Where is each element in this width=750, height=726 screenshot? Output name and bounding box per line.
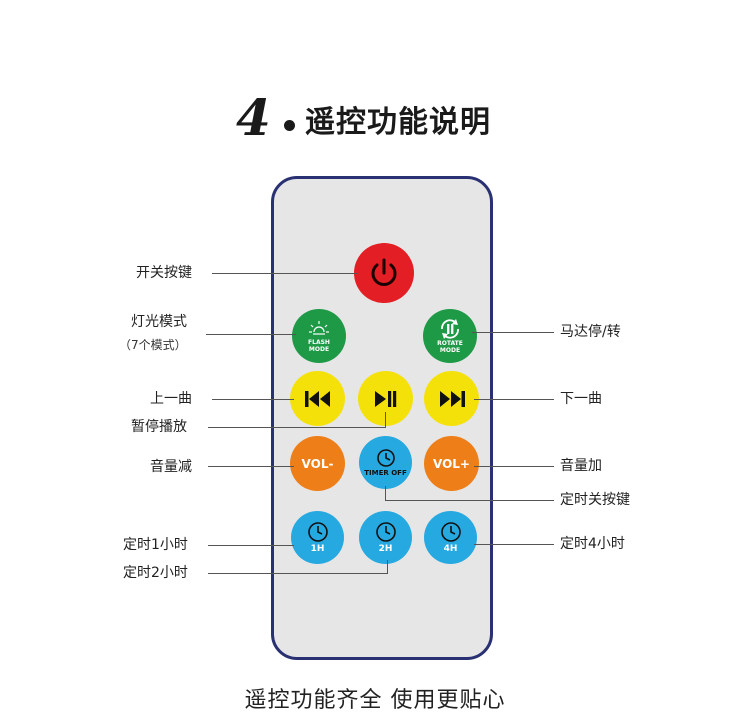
rotate-pause-icon <box>438 318 462 340</box>
clock-icon <box>440 521 462 543</box>
next-track-button[interactable] <box>424 371 479 426</box>
label-rotate: 马达停/转 <box>560 324 621 340</box>
callout-line-prev <box>212 399 294 400</box>
callout-line-2h-h <box>208 573 388 574</box>
label-timer-1h: 定时1小时 <box>123 537 188 553</box>
clock-icon <box>307 521 329 543</box>
label-timer-off: 定时关按键 <box>560 492 630 508</box>
callout-line-vol-minus <box>208 466 294 467</box>
play-pause-icon <box>374 390 398 408</box>
section-title-text: 遥控功能说明 <box>305 97 491 141</box>
section-title: 4 遥控功能说明 <box>0 88 750 148</box>
timer-off-button[interactable]: TIMER OFF <box>359 436 412 489</box>
callout-line-timer-off-v <box>385 486 386 500</box>
timer-4h-button[interactable]: 4H <box>424 511 477 564</box>
label-next: 下一曲 <box>560 391 602 407</box>
prev-track-icon <box>304 390 332 408</box>
power-icon <box>367 256 401 290</box>
timer-2h-label: 2H <box>379 544 393 554</box>
callout-line-vol-plus <box>474 466 554 467</box>
callout-line-play-h <box>208 427 386 428</box>
volume-down-button[interactable]: VOL- <box>290 436 345 491</box>
section-number: 4 <box>236 88 271 147</box>
flash-mode-line1: FLASH <box>308 339 330 346</box>
clock-icon <box>376 448 396 468</box>
timer-1h-label: 1H <box>311 544 325 554</box>
next-track-icon <box>438 390 466 408</box>
footer-slogan: 遥控功能齐全 使用更贴心 <box>0 682 750 714</box>
label-vol-plus: 音量加 <box>560 458 602 474</box>
label-vol-minus: 音量减 <box>150 459 192 475</box>
label-timer-4h: 定时4小时 <box>560 536 625 552</box>
power-button[interactable] <box>354 243 414 303</box>
timer-2h-button[interactable]: 2H <box>359 511 412 564</box>
label-flash-sub: （7个模式） <box>119 336 187 353</box>
label-prev: 上一曲 <box>150 391 192 407</box>
callout-line-rotate <box>472 332 554 333</box>
rotate-mode-button[interactable]: ROTATE MODE <box>423 309 477 363</box>
rotate-mode-line1: ROTATE <box>437 340 463 347</box>
callout-line-power <box>212 273 357 274</box>
callout-line-next <box>474 399 554 400</box>
flash-mode-line2: MODE <box>309 346 329 353</box>
callout-line-play-v <box>385 412 386 428</box>
label-power: 开关按键 <box>136 265 192 281</box>
label-flash: 灯光模式 <box>131 314 187 330</box>
prev-track-button[interactable] <box>290 371 345 426</box>
callout-line-2h-v <box>387 560 388 573</box>
flash-mode-button[interactable]: FLASH MODE <box>292 309 346 363</box>
timer-off-label: TIMER OFF <box>364 469 406 477</box>
volume-down-label: VOL- <box>302 457 334 471</box>
title-dot <box>284 120 295 131</box>
clock-icon <box>375 521 397 543</box>
timer-4h-label: 4H <box>444 544 458 554</box>
sun-icon <box>308 319 330 339</box>
rotate-mode-line2: MODE <box>440 347 460 354</box>
callout-line-timer-off-h <box>385 500 554 501</box>
label-timer-2h: 定时2小时 <box>123 565 188 581</box>
volume-up-button[interactable]: VOL+ <box>424 436 479 491</box>
callout-line-4h <box>474 544 554 545</box>
timer-1h-button[interactable]: 1H <box>291 511 344 564</box>
callout-line-flash <box>206 334 296 335</box>
label-play: 暂停播放 <box>131 419 187 435</box>
volume-up-label: VOL+ <box>433 457 470 471</box>
callout-line-1h <box>208 545 294 546</box>
